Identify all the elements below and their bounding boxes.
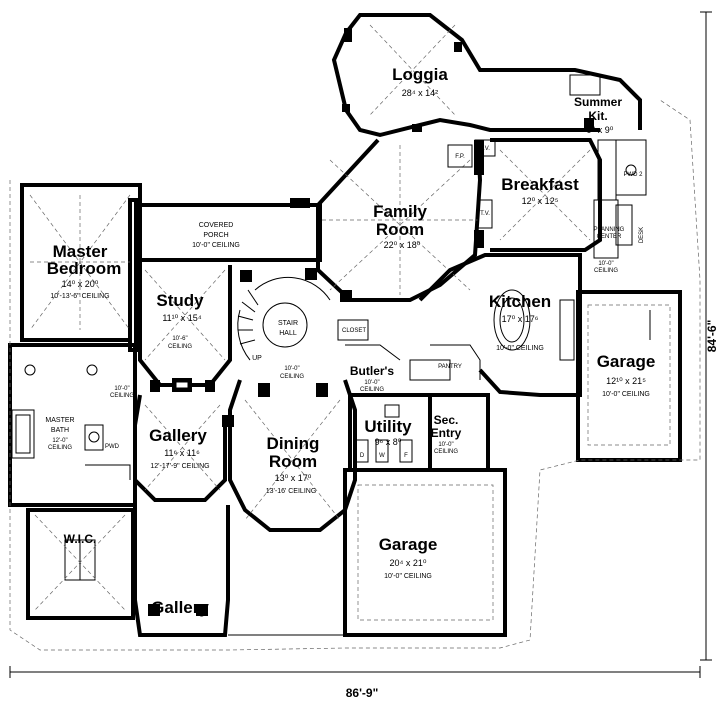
study-ceiling-2: CEILING <box>168 344 192 350</box>
loggia-area <box>331 13 642 138</box>
master-bath-ceiling-2: CEILING <box>48 445 72 451</box>
porch-study-area <box>138 198 322 392</box>
overall-width-label: 86'-9" <box>346 686 379 700</box>
hall-ceiling-1: 10'-0" <box>284 366 299 372</box>
desk-label: DESK <box>639 227 645 243</box>
utility-dims: 9⁶ x 8⁰ <box>375 437 402 447</box>
pantry-label: PANTRY <box>438 364 462 370</box>
family-room-dims: 22⁰ x 18⁰ <box>384 240 421 250</box>
study-label: Study <box>156 291 204 310</box>
overall-depth-dimension <box>700 11 712 661</box>
stair-hall-label-1: STAIR <box>278 320 298 327</box>
freezer-label: F <box>404 453 408 459</box>
loggia-dims: 28⁴ x 14² <box>402 88 438 98</box>
planning-center-label-1: PLANNING <box>594 227 625 233</box>
tv-label-1: T.V. <box>480 146 490 152</box>
sec-entry-ceiling-1: 10'-0" <box>438 442 453 448</box>
family-room-label-2: Room <box>376 220 424 239</box>
main-garage-dims: 20⁴ x 21⁰ <box>390 558 427 568</box>
wic-label: W.I.C. <box>64 532 97 546</box>
stair-up-label: UP <box>252 355 262 362</box>
summer-kit-label-2: Kit. <box>588 109 607 123</box>
gallery-ceiling: 12'-17'-9" CEILING <box>150 463 209 470</box>
gallery-dining-area <box>133 379 357 532</box>
sec-entry-label-2: Entry <box>431 426 462 440</box>
fireplace-label: F.P. <box>455 154 465 160</box>
pwd2-label: PWD 2 <box>623 172 643 178</box>
master-bedroom-dims: 14⁰ x 20⁰ <box>62 279 99 289</box>
overall-depth-label: 84'-6" <box>705 320 719 353</box>
hall-ceiling-2: CEILING <box>280 374 304 380</box>
dining-room-ceiling: 13'-16' CEILING <box>266 488 317 495</box>
master-bath-label-1: MASTER <box>45 417 74 424</box>
kitchen-side-ceiling-1: 10'-0" <box>598 261 613 267</box>
summer-kitchen-area <box>593 139 647 259</box>
breakfast-dims: 12⁰ x 12⁵ <box>522 196 559 206</box>
utility-label: Utility <box>364 417 412 436</box>
side-garage <box>576 290 682 462</box>
closet-label: CLOSET <box>342 328 366 334</box>
dining-room-label-2: Room <box>269 452 317 471</box>
covered-porch-ceiling: 10'-0" CEILING <box>192 242 240 249</box>
side-garage-dims: 12¹⁰ x 21⁵ <box>606 376 646 386</box>
stair-hall-area <box>237 268 369 361</box>
kitchen-area <box>409 253 582 397</box>
study-side-ceiling-1: 10'-0" <box>114 386 129 392</box>
dining-room-dims: 13⁰ x 17⁰ <box>275 473 312 483</box>
side-garage-label: Garage <box>597 352 656 371</box>
family-room-label-1: Family <box>373 202 427 221</box>
master-bedroom-label-1: Master <box>53 242 108 261</box>
breakfast-label: Breakfast <box>501 175 579 194</box>
entry-gallery <box>133 505 345 637</box>
sec-entry-ceiling-2: CEILING <box>434 449 458 455</box>
study-ceiling-1: 10'-6" <box>172 336 187 342</box>
study-side-ceiling-2: CEILING <box>110 393 134 399</box>
main-garage <box>343 468 507 637</box>
summer-kit-dims: 9⁰ x 9⁰ <box>587 125 614 135</box>
butlers-ceiling-2: CEILING <box>360 387 384 393</box>
main-garage-ceiling: 10'-0" CEILING <box>384 573 432 580</box>
butlers-ceiling-1: 10'-0" <box>364 380 379 386</box>
summer-kit-label-1: Summer <box>574 95 622 109</box>
stair-hall-label-2: HALL <box>279 330 297 337</box>
master-bedroom-ceiling: 10'-13'-6" CEILING <box>50 293 109 300</box>
entry-gallery-label: Gallery <box>151 598 209 617</box>
main-garage-label: Garage <box>379 535 438 554</box>
kitchen-ceiling: 10'-0" CEILING <box>496 345 544 352</box>
tv-label-2: T.V. <box>480 211 490 217</box>
sec-entry-label-1: Sec. <box>434 413 459 427</box>
master-bath-label-2: BATH <box>51 427 69 434</box>
butlers-label: Butler's <box>350 364 395 378</box>
washer-label: W <box>379 453 385 459</box>
master-bath-ceiling-1: 12'-0" <box>52 438 67 444</box>
breakfast-area <box>474 138 602 252</box>
kitchen-side-ceiling-2: CEILING <box>594 268 618 274</box>
kitchen-dims: 17⁰ x 17⁶ <box>502 314 539 324</box>
master-bedroom-label-2: Bedroom <box>47 259 122 278</box>
kitchen-label: Kitchen <box>489 292 551 311</box>
study-dims: 11¹⁰ x 15⁴ <box>162 313 201 323</box>
side-garage-ceiling: 10'-0" CEILING <box>602 391 650 398</box>
planning-center-label-2: CENTER <box>597 234 622 240</box>
covered-porch-label-1: COVERED <box>199 222 234 229</box>
overall-width-dimension <box>9 666 701 678</box>
gallery-dims: 11⁶ x 11⁶ <box>164 448 200 458</box>
dryer-label: D <box>360 453 365 459</box>
loggia-label: Loggia <box>392 65 448 84</box>
dining-room-label-1: Dining <box>267 434 320 453</box>
covered-porch-label-2: PORCH <box>203 232 228 239</box>
pwd-label: PWD <box>105 444 120 450</box>
gallery-label: Gallery <box>149 426 207 445</box>
